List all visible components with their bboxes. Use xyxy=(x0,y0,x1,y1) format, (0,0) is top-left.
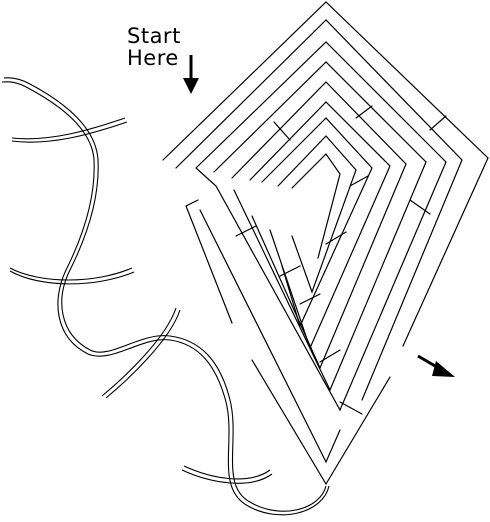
maze-outer-wall-left xyxy=(185,205,233,324)
maze-ring-2 xyxy=(175,19,463,401)
maze-ring-4 xyxy=(213,61,427,392)
kite-tail-string xyxy=(3,77,327,512)
kite-tail xyxy=(1,77,330,516)
kite-tail-bow xyxy=(101,307,181,399)
kite-tail-string-2 xyxy=(1,81,330,516)
maze-core-inner xyxy=(291,153,341,259)
maze-wall-segment xyxy=(319,349,341,363)
maze-wall-segment xyxy=(325,231,347,245)
maze-ring-7 xyxy=(261,117,373,328)
start-label-line1: Start xyxy=(127,24,181,48)
maze-wall-segment xyxy=(409,199,431,215)
start-arrow-icon xyxy=(183,55,199,94)
kite-tail-bow xyxy=(11,117,128,143)
maze-ring-6 xyxy=(249,101,391,350)
maze-wall-segment xyxy=(235,225,257,237)
maze-wall-segment xyxy=(349,175,369,187)
maze-wall-segment xyxy=(339,401,363,415)
start-label-line2: Here xyxy=(127,46,179,70)
exit-arrow-icon xyxy=(417,354,455,377)
maze-ring-3 xyxy=(195,41,447,412)
maze-wall-segment xyxy=(273,121,291,141)
maze-wall-segment xyxy=(299,293,321,305)
maze-core xyxy=(277,135,357,294)
maze-wall-segment xyxy=(279,265,301,277)
maze-ring-2-lower xyxy=(199,209,341,464)
maze-outer-wall xyxy=(162,1,489,347)
maze-wall-segment xyxy=(429,115,447,131)
maze-wall-segment xyxy=(185,199,199,207)
maze-walls xyxy=(162,1,489,486)
kite-tail-bow xyxy=(181,465,273,484)
start-here-label: Start Here xyxy=(127,25,181,69)
maze-outer-wall-lower xyxy=(251,359,391,486)
kite-tail-bow xyxy=(9,267,135,285)
maze-wall-segment xyxy=(355,105,373,119)
